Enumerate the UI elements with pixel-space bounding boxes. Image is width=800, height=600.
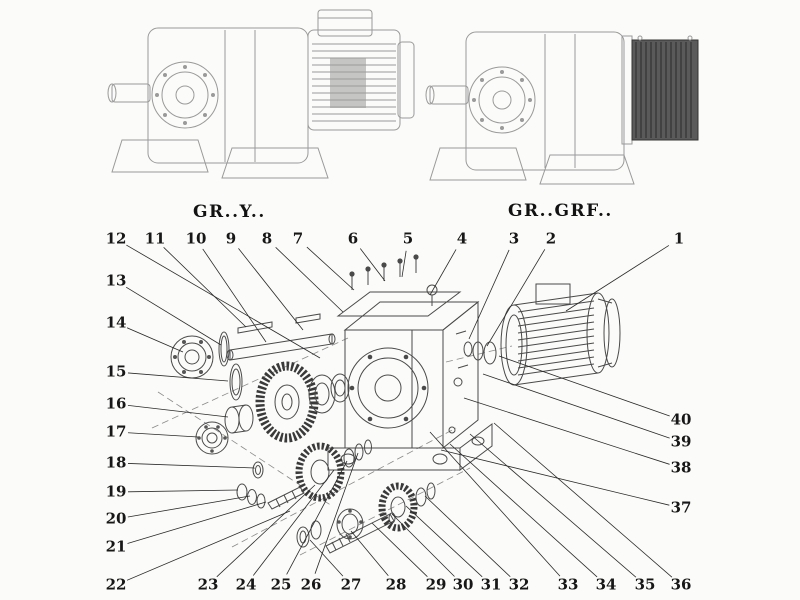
leader-line-25 [286, 460, 348, 575]
leader-line-30 [391, 513, 455, 577]
leader-line-32 [424, 495, 511, 578]
leader-lines [126, 244, 673, 581]
housing-cover-and-bolts [336, 254, 462, 317]
variant-title-gr-y: GR..Y.. [193, 202, 266, 222]
leader-line-9 [238, 248, 304, 331]
intermediate-gear-cluster [252, 439, 372, 502]
electric-motor [500, 283, 621, 386]
leader-line-24 [252, 469, 335, 576]
output-shaft [226, 313, 336, 361]
gearmotor-gr-grf-drawing [425, 31, 699, 185]
variant-title-gr-grf: GR..GRF.. [508, 201, 613, 221]
leader-line-10 [202, 248, 267, 343]
leader-line-16 [127, 404, 229, 418]
leader-line-27 [309, 539, 344, 577]
leader-line-34 [449, 443, 598, 578]
leader-line-38 [463, 397, 670, 465]
gear-housing [327, 300, 493, 471]
leader-line-28 [350, 530, 389, 577]
leader-line-11 [163, 247, 247, 328]
leader-line-37 [440, 449, 670, 506]
pinion-shaft-assembly [236, 483, 305, 510]
leader-line-2 [486, 249, 546, 347]
leader-line-35 [469, 433, 637, 578]
leader-line-22 [126, 510, 291, 581]
leader-line-36 [493, 422, 673, 578]
leader-line-23 [216, 484, 316, 578]
leader-line-19 [127, 489, 239, 493]
leader-line-26 [314, 452, 359, 574]
leader-line-39 [482, 373, 670, 439]
leader-line-8 [275, 247, 344, 313]
leader-line-1 [565, 245, 670, 312]
leader-line-4 [429, 249, 457, 296]
leader-line-7 [306, 246, 355, 291]
leader-line-5 [401, 250, 407, 278]
exploded-view [151, 254, 621, 556]
output-bearings-and-seals [170, 331, 254, 455]
leader-line-18 [127, 463, 256, 469]
input-fasteners [455, 330, 497, 369]
leader-line-6 [359, 248, 386, 282]
lower-shaft-assembly [296, 482, 436, 554]
leader-line-40 [498, 355, 670, 417]
leader-line-29 [371, 522, 428, 577]
leader-line-31 [405, 505, 483, 578]
gearmotor-gr-y-drawing [107, 9, 415, 179]
leader-line-14 [126, 327, 184, 353]
leader-line-3 [468, 249, 510, 340]
leader-line-12 [126, 244, 321, 359]
leader-line-21 [127, 501, 267, 544]
leader-line-33 [429, 431, 561, 577]
leader-line-17 [127, 432, 199, 438]
leader-line-15 [127, 372, 229, 382]
leader-line-13 [126, 286, 222, 346]
leader-line-20 [127, 495, 251, 518]
output-gear [255, 361, 350, 443]
